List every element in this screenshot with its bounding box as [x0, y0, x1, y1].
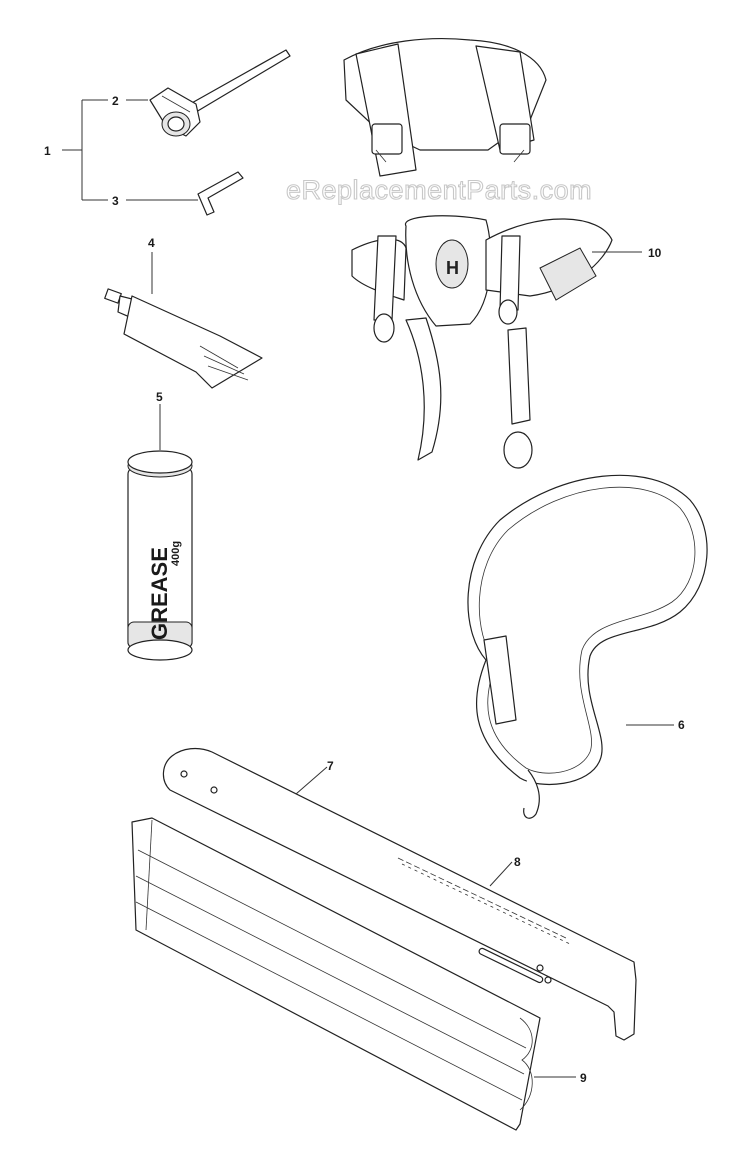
callout-4: 4: [148, 236, 155, 250]
part-harness: H: [343, 38, 613, 469]
watermark-text: eReplacementParts.com: [286, 175, 592, 205]
part-bar-cover: [131, 817, 541, 1131]
callout-8: 8: [514, 855, 521, 869]
part-socket-wrench: [149, 49, 291, 137]
leader-lines: [62, 99, 674, 1078]
part-chain-on-bar: [397, 857, 571, 945]
part-hex-key: [197, 171, 244, 216]
callout-3: 3: [112, 194, 119, 208]
callout-9: 9: [580, 1071, 587, 1085]
callout-5: 5: [156, 390, 163, 404]
part-grease-cartridge: GREASE 400g: [127, 450, 193, 661]
callout-2: 2: [112, 94, 119, 108]
part-grease-tube: [104, 288, 263, 389]
callout-1: 1: [44, 144, 51, 158]
grease-print: GREASE: [147, 547, 172, 640]
part-guide-bar: [162, 747, 637, 1041]
callout-labels: 1 2 3 4 5 6 7 8 9 10: [44, 94, 685, 1085]
callout-6: 6: [678, 718, 685, 732]
grease-weight-print: 400g: [170, 541, 182, 566]
part-saw-chain: [467, 474, 708, 819]
callout-7: 7: [327, 759, 334, 773]
svg-text:H: H: [446, 258, 459, 278]
callout-10: 10: [648, 246, 662, 260]
